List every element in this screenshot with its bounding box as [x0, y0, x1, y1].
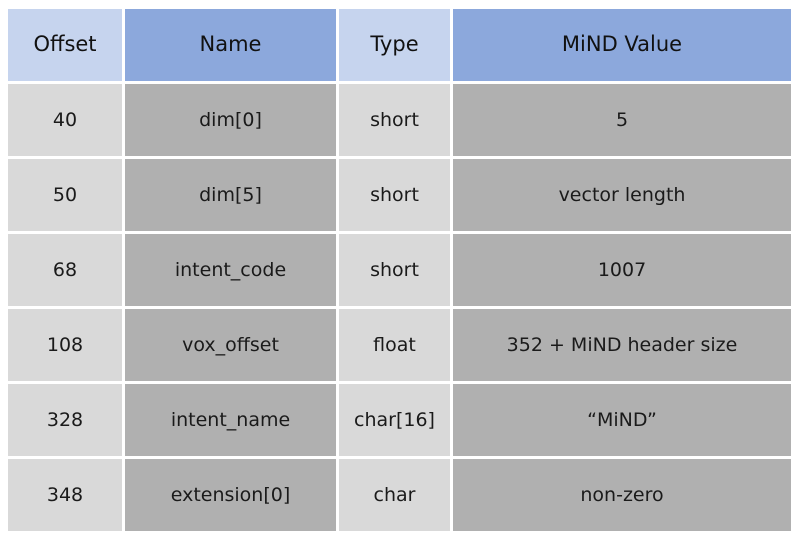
cell-mind-value-text: 352 + MiND header size: [506, 333, 738, 356]
cell-name-text: dim[5]: [199, 183, 262, 206]
column-header-type: Type: [339, 9, 450, 81]
cell-offset: 40: [8, 84, 122, 156]
column-header-name-label: Name: [199, 32, 262, 57]
cell-mind-value-text: 5: [615, 108, 629, 131]
cell-name: vox_offset: [125, 309, 336, 381]
cell-offset-text: 68: [52, 258, 78, 281]
cell-name-text: vox_offset: [182, 333, 279, 356]
table-row: 348 extension[0] char non-zero: [8, 459, 791, 531]
table-header-row: Offset Name Type MiND Value: [8, 9, 791, 81]
table-row: 108 vox_offset float 352 + MiND header s…: [8, 309, 791, 381]
table-header: Offset Name Type MiND Value: [8, 9, 791, 81]
cell-type-text: short: [370, 183, 419, 206]
cell-name: intent_code: [125, 234, 336, 306]
cell-offset: 50: [8, 159, 122, 231]
cell-type-text: float: [373, 333, 416, 356]
table-row: 50 dim[5] short vector length: [8, 159, 791, 231]
cell-offset-text: 348: [46, 483, 84, 506]
column-header-mind-value: MiND Value: [453, 9, 791, 81]
column-header-offset-label: Offset: [33, 32, 97, 57]
mind-header-table: Offset Name Type MiND Value 40 dim[0: [5, 6, 794, 534]
cell-offset-text: 328: [46, 408, 84, 431]
column-header-offset: Offset: [8, 9, 122, 81]
mind-header-table-container: Offset Name Type MiND Value 40 dim[0: [8, 9, 791, 541]
cell-mind-value: 1007: [453, 234, 791, 306]
table-row: 328 intent_name char[16] “MiND”: [8, 384, 791, 456]
cell-mind-value-text: 1007: [597, 258, 647, 281]
cell-type-text: short: [370, 108, 419, 131]
cell-type: short: [339, 234, 450, 306]
column-header-type-label: Type: [370, 32, 419, 57]
cell-mind-value: 5: [453, 84, 791, 156]
cell-name-text: extension[0]: [170, 483, 291, 506]
cell-offset: 108: [8, 309, 122, 381]
cell-name-text: intent_name: [170, 408, 291, 431]
cell-mind-value-text: vector length: [558, 183, 686, 206]
cell-offset-text: 108: [46, 333, 84, 356]
cell-offset-text: 50: [52, 183, 78, 206]
cell-type: short: [339, 84, 450, 156]
cell-offset: 348: [8, 459, 122, 531]
cell-type-text: char[16]: [354, 408, 435, 431]
cell-mind-value-text: non-zero: [580, 483, 664, 506]
cell-name: dim[0]: [125, 84, 336, 156]
cell-type: float: [339, 309, 450, 381]
cell-offset: 328: [8, 384, 122, 456]
cell-offset: 68: [8, 234, 122, 306]
cell-name: intent_name: [125, 384, 336, 456]
cell-type-text: short: [370, 258, 419, 281]
cell-mind-value: non-zero: [453, 459, 791, 531]
cell-name: extension[0]: [125, 459, 336, 531]
cell-mind-value-text: “MiND”: [587, 408, 657, 431]
cell-name-text: intent_code: [174, 258, 287, 281]
table-row: 68 intent_code short 1007: [8, 234, 791, 306]
cell-type: char: [339, 459, 450, 531]
cell-name-text: dim[0]: [199, 108, 262, 131]
table-row: 40 dim[0] short 5: [8, 84, 791, 156]
cell-type: char[16]: [339, 384, 450, 456]
cell-name: dim[5]: [125, 159, 336, 231]
table-body: 40 dim[0] short 5 50 dim[5]: [8, 84, 791, 531]
cell-offset-text: 40: [52, 108, 78, 131]
cell-type: short: [339, 159, 450, 231]
cell-mind-value: 352 + MiND header size: [453, 309, 791, 381]
column-header-mind-value-label: MiND Value: [561, 32, 683, 57]
cell-mind-value: “MiND”: [453, 384, 791, 456]
cell-type-text: char: [373, 483, 416, 506]
cell-mind-value: vector length: [453, 159, 791, 231]
column-header-name: Name: [125, 9, 336, 81]
